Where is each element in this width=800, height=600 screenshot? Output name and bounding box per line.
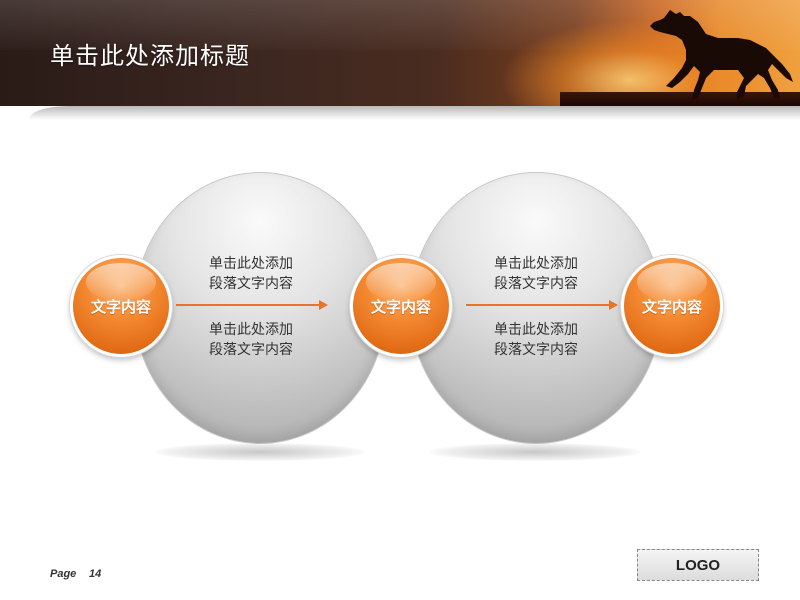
- arrow-1: [176, 300, 328, 310]
- gray-circle-1: [134, 172, 386, 444]
- header-shadow: [30, 106, 800, 120]
- page-number: 14: [89, 568, 102, 580]
- arrow-2: [466, 300, 618, 310]
- slide-title[interactable]: 单击此处添加标题: [50, 42, 250, 70]
- segment-2-top-text[interactable]: 单击此处添加 段落文字内容: [466, 254, 606, 294]
- segment-1-top-text[interactable]: 单击此处添加 段落文字内容: [181, 254, 321, 294]
- segment-1-bottom-text[interactable]: 单击此处添加 段落文字内容: [181, 320, 321, 360]
- text-line: 单击此处添加: [209, 256, 293, 272]
- text-line: 段落文字内容: [209, 342, 293, 358]
- circle-shadow-2: [430, 443, 640, 461]
- text-line: 段落文字内容: [209, 276, 293, 292]
- segment-2-bottom-text[interactable]: 单击此处添加 段落文字内容: [466, 320, 606, 360]
- page-label: Page: [50, 568, 77, 580]
- node-2[interactable]: 文字内容: [350, 255, 452, 357]
- text-line: 段落文字内容: [494, 342, 578, 358]
- text-line: 单击此处添加: [209, 322, 293, 338]
- node-3-label: 文字内容: [641, 297, 702, 316]
- text-line: 单击此处添加: [494, 322, 578, 338]
- horse-silhouette-icon: [650, 10, 793, 100]
- text-line: 段落文字内容: [494, 276, 578, 292]
- header-banner: 单击此处添加标题: [0, 0, 800, 106]
- node-2-label: 文字内容: [370, 297, 431, 316]
- logo-placeholder[interactable]: LOGO: [637, 549, 759, 581]
- node-1-label: 文字内容: [90, 297, 151, 316]
- circle-shadow-1: [155, 443, 365, 461]
- node-1[interactable]: 文字内容: [70, 255, 172, 357]
- text-line: 单击此处添加: [494, 256, 578, 272]
- node-3[interactable]: 文字内容: [621, 255, 723, 357]
